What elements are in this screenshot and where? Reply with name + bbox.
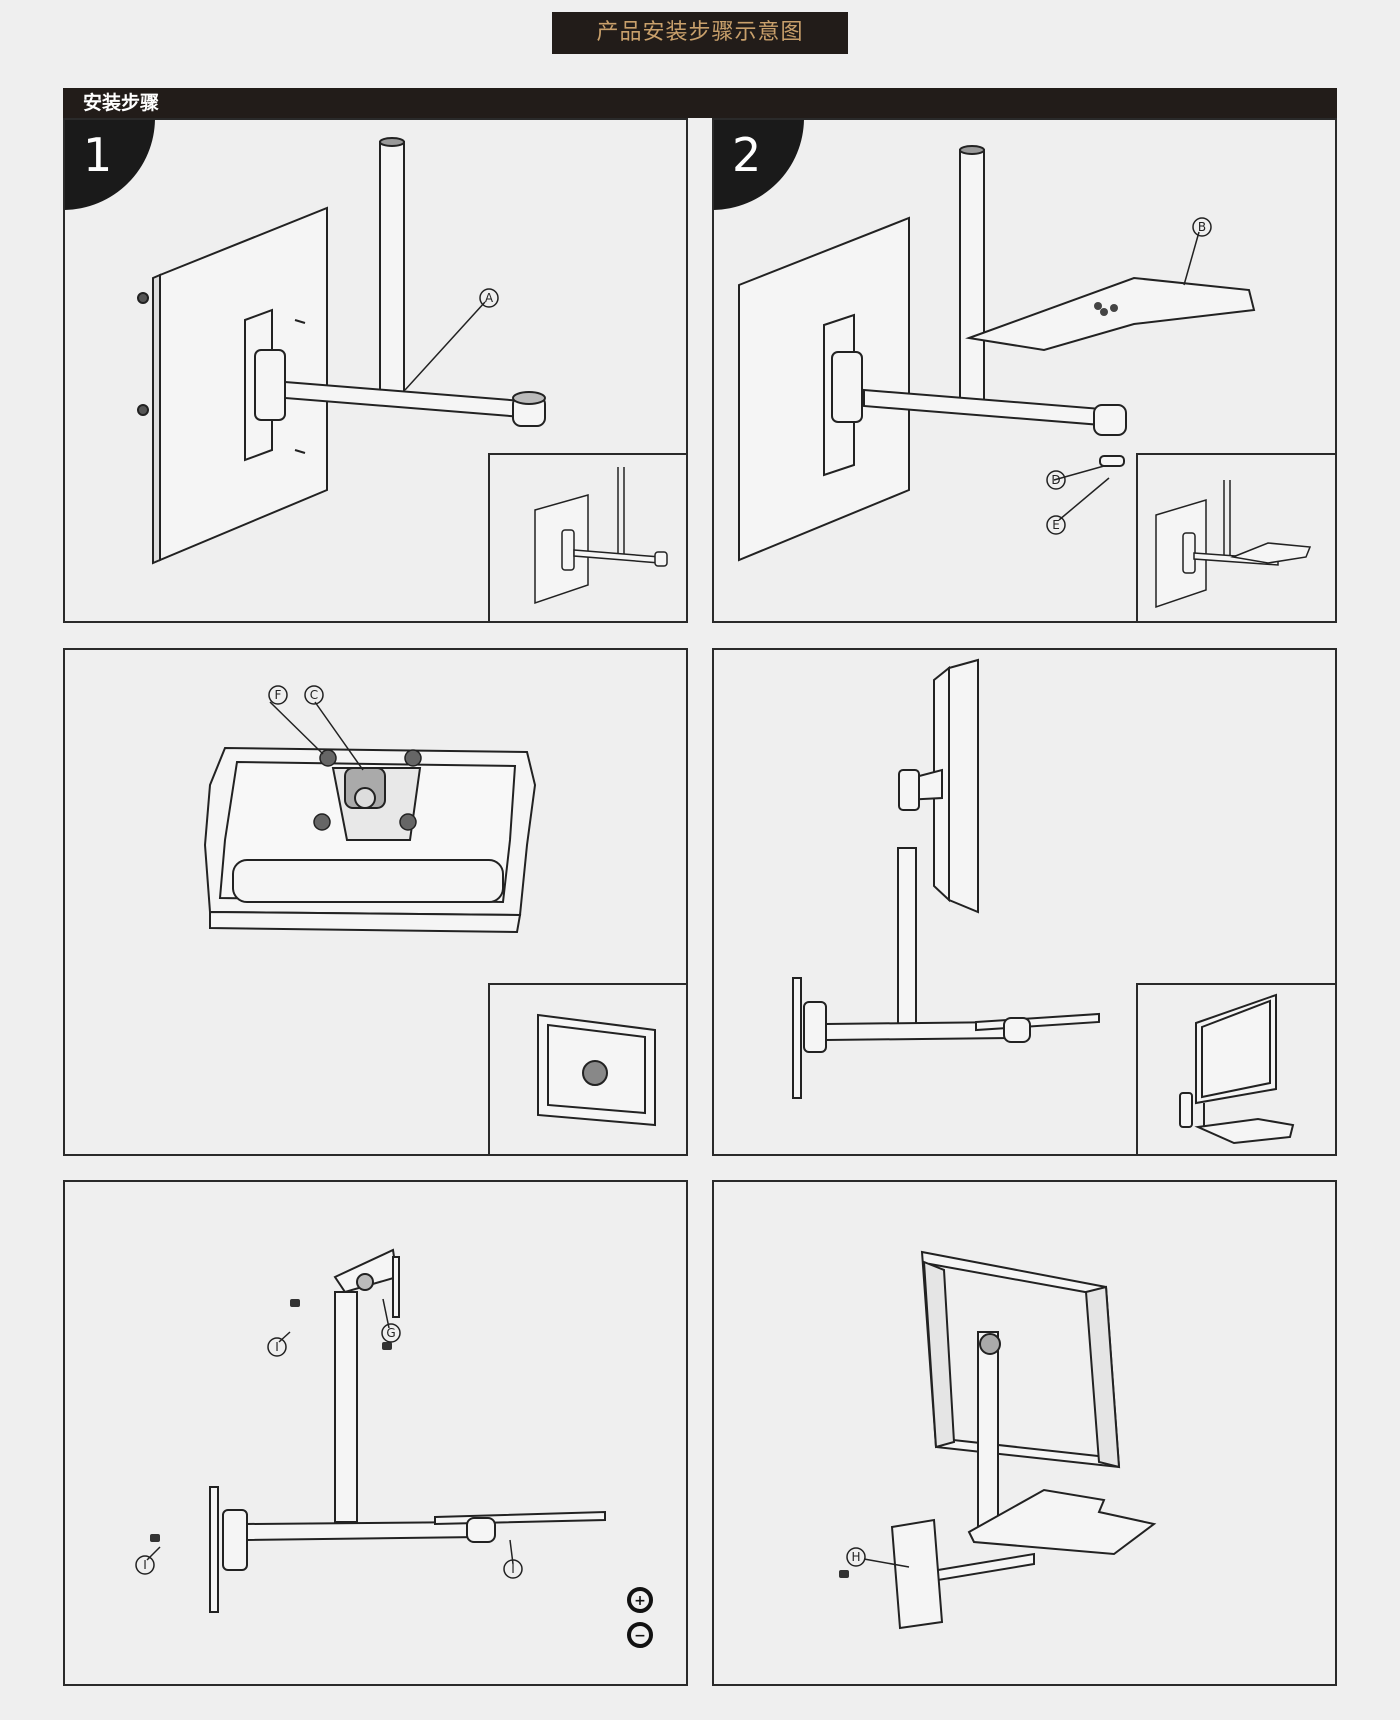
step-3-panel: F C xyxy=(63,648,688,1156)
step-1-thumbnail xyxy=(488,453,686,621)
callout-b: B xyxy=(1198,220,1206,234)
section-header-bar: 安装步骤 xyxy=(63,88,1337,118)
step-1-illustration: A xyxy=(137,137,546,565)
svg-text:−: − xyxy=(634,1628,646,1644)
step-2-thumbnail xyxy=(1136,453,1335,621)
page-title: 产品安装步骤示意图 xyxy=(552,12,848,54)
step-3-thumbnail xyxy=(488,983,686,1154)
callout-c: C xyxy=(310,688,318,702)
callout-d: D xyxy=(1051,473,1060,487)
step-4-thumbnail xyxy=(1136,983,1335,1154)
step-5-illustration: I G I I + − xyxy=(135,1248,653,1648)
callout-i-right: I xyxy=(511,1562,515,1576)
step-1-badge: 1 xyxy=(65,120,155,210)
rotate-tighten-icon: + xyxy=(627,1587,653,1613)
step-4-panel xyxy=(712,648,1337,1156)
callout-f: F xyxy=(275,688,282,702)
step-5-panel: I G I I + − xyxy=(63,1180,688,1686)
svg-text:+: + xyxy=(634,1593,646,1609)
callout-g: G xyxy=(386,1326,395,1340)
callout-e: E xyxy=(1052,518,1060,532)
step-6-panel: H xyxy=(712,1180,1337,1686)
callout-i-left: I xyxy=(143,1558,147,1572)
rotate-loosen-icon: − xyxy=(627,1622,653,1648)
step-1-panel: 1 A xyxy=(63,118,688,623)
step-2-illustration: B D E xyxy=(738,145,1256,562)
step-3-illustration: F C xyxy=(203,685,537,934)
callout-i-top: I xyxy=(275,1340,279,1354)
step-6-illustration: H xyxy=(839,1250,1157,1630)
section-label: 安装步骤 xyxy=(83,92,160,114)
callout-h: H xyxy=(851,1550,860,1564)
callout-a: A xyxy=(485,291,494,305)
step-4-illustration xyxy=(792,658,1100,1099)
step-2-panel: 2 B D E xyxy=(712,118,1337,623)
